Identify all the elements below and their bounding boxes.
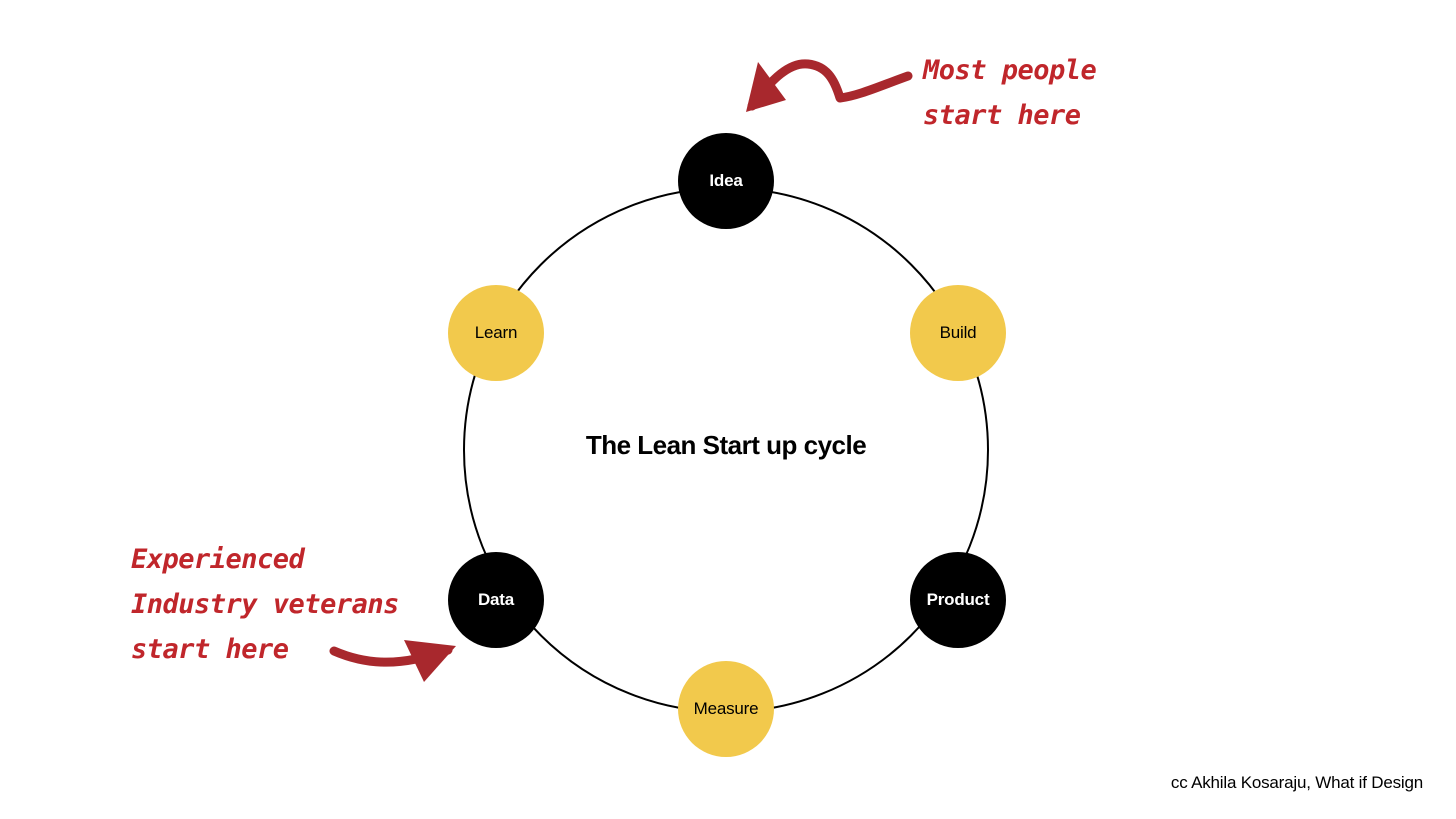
cycle-node-learn: Learn	[448, 285, 544, 381]
annotation-line: Experienced	[131, 544, 305, 575]
cycle-node-build: Build	[910, 285, 1006, 381]
arrow-head-bottom	[404, 640, 456, 682]
cycle-node-label: Idea	[709, 171, 743, 190]
cycle-node-idea: Idea	[678, 133, 774, 229]
cycle-node-data: Data	[448, 552, 544, 648]
cycle-node-label: Measure	[693, 699, 759, 718]
annotation-industry-veterans: Experienced Industry veterans start here	[131, 537, 399, 672]
cycle-node-label: Product	[926, 590, 990, 609]
annotation-line: Most people	[923, 55, 1097, 86]
cycle-node-product: Product	[910, 552, 1006, 648]
cycle-node-label: Build	[939, 323, 977, 342]
cycle-title: The Lean Start up cycle	[585, 430, 867, 460]
cycle-node-label: Learn	[474, 323, 518, 342]
credit-text: cc Akhila Kosaraju, What if Design	[1170, 773, 1423, 792]
cycle-node-label: Data	[477, 590, 515, 609]
arrow-head-top	[746, 62, 786, 112]
cycle-node-measure: Measure	[678, 661, 774, 757]
annotation-most-people: Most people start here	[923, 48, 1097, 138]
annotation-line: Industry veterans	[131, 589, 399, 620]
annotation-line: start here	[923, 100, 1081, 131]
annotation-line: start here	[131, 634, 289, 665]
curved-arrow-top	[747, 59, 913, 111]
